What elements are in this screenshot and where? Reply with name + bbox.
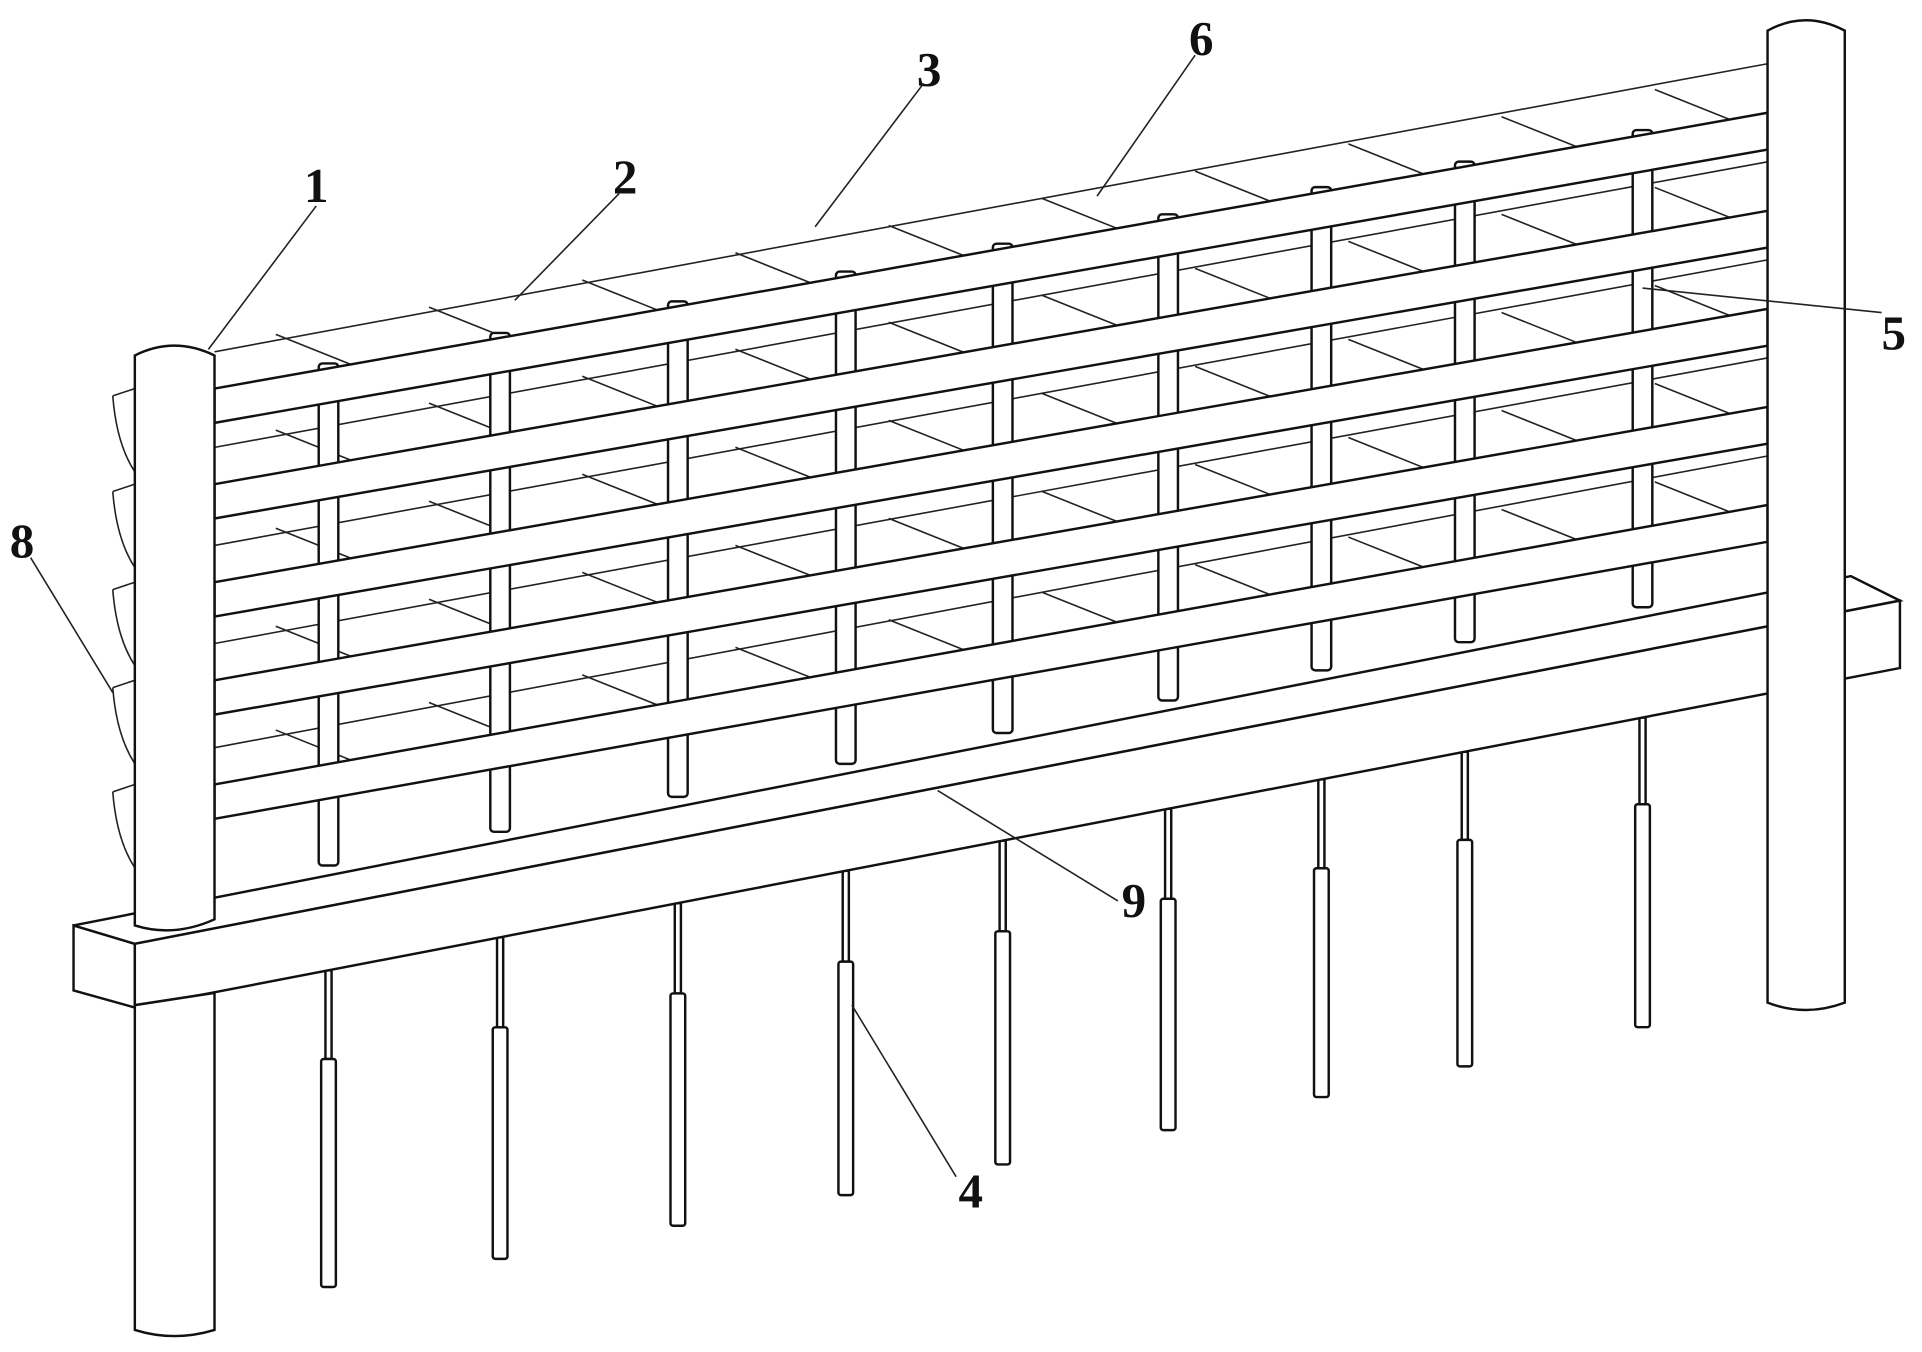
pile-upper bbox=[1317, 778, 1326, 870]
basket-edge bbox=[111, 387, 136, 473]
pile-rod bbox=[1633, 803, 1652, 1029]
pile-rod bbox=[669, 992, 687, 1227]
basket-edge bbox=[111, 783, 136, 869]
basket-edge bbox=[111, 679, 136, 765]
label-3: 3 bbox=[917, 42, 942, 97]
label-4: 4 bbox=[959, 1163, 984, 1218]
piles bbox=[319, 716, 1652, 1289]
pile-upper bbox=[673, 901, 683, 995]
base-beam bbox=[72, 574, 1904, 1010]
pile-upper bbox=[1460, 750, 1470, 842]
pile-upper bbox=[324, 969, 333, 1061]
pile-rod bbox=[319, 1057, 338, 1289]
end-posts bbox=[133, 19, 1847, 1338]
pile-upper bbox=[495, 936, 505, 1029]
label-9: 9 bbox=[1122, 873, 1147, 928]
pile-upper bbox=[1638, 716, 1647, 806]
base-beam-front-face bbox=[133, 599, 1902, 1010]
pile-rod bbox=[1159, 897, 1177, 1132]
mesh-back-rail bbox=[214, 259, 1768, 547]
right-post bbox=[1766, 19, 1847, 1012]
pile-rod bbox=[491, 1026, 509, 1261]
pile-upper bbox=[998, 839, 1007, 933]
leader-lines bbox=[29, 54, 1882, 1178]
mesh-back-rail bbox=[214, 62, 1768, 353]
label-1: 1 bbox=[304, 158, 329, 213]
left-post-lower bbox=[133, 991, 216, 1338]
label-5: 5 bbox=[1882, 305, 1907, 360]
mesh-back-rail bbox=[214, 161, 1768, 449]
pile-rod bbox=[837, 960, 855, 1197]
reference-labels: 1 2 3 6 5 8 9 4 bbox=[10, 11, 1906, 1218]
label-8: 8 bbox=[10, 514, 35, 569]
basket-edge bbox=[111, 483, 136, 568]
pile-rod bbox=[1456, 838, 1474, 1068]
label-6: 6 bbox=[1189, 11, 1214, 66]
mesh-back-rail bbox=[214, 357, 1768, 645]
left-post bbox=[133, 344, 216, 932]
pile-upper bbox=[841, 869, 851, 963]
pile-upper bbox=[1163, 807, 1173, 900]
label-2: 2 bbox=[613, 150, 638, 205]
basket-edge bbox=[111, 581, 136, 667]
pile-rod bbox=[994, 930, 1012, 1166]
pile-rod bbox=[1312, 867, 1330, 1099]
mesh-back-rail bbox=[214, 455, 1768, 749]
